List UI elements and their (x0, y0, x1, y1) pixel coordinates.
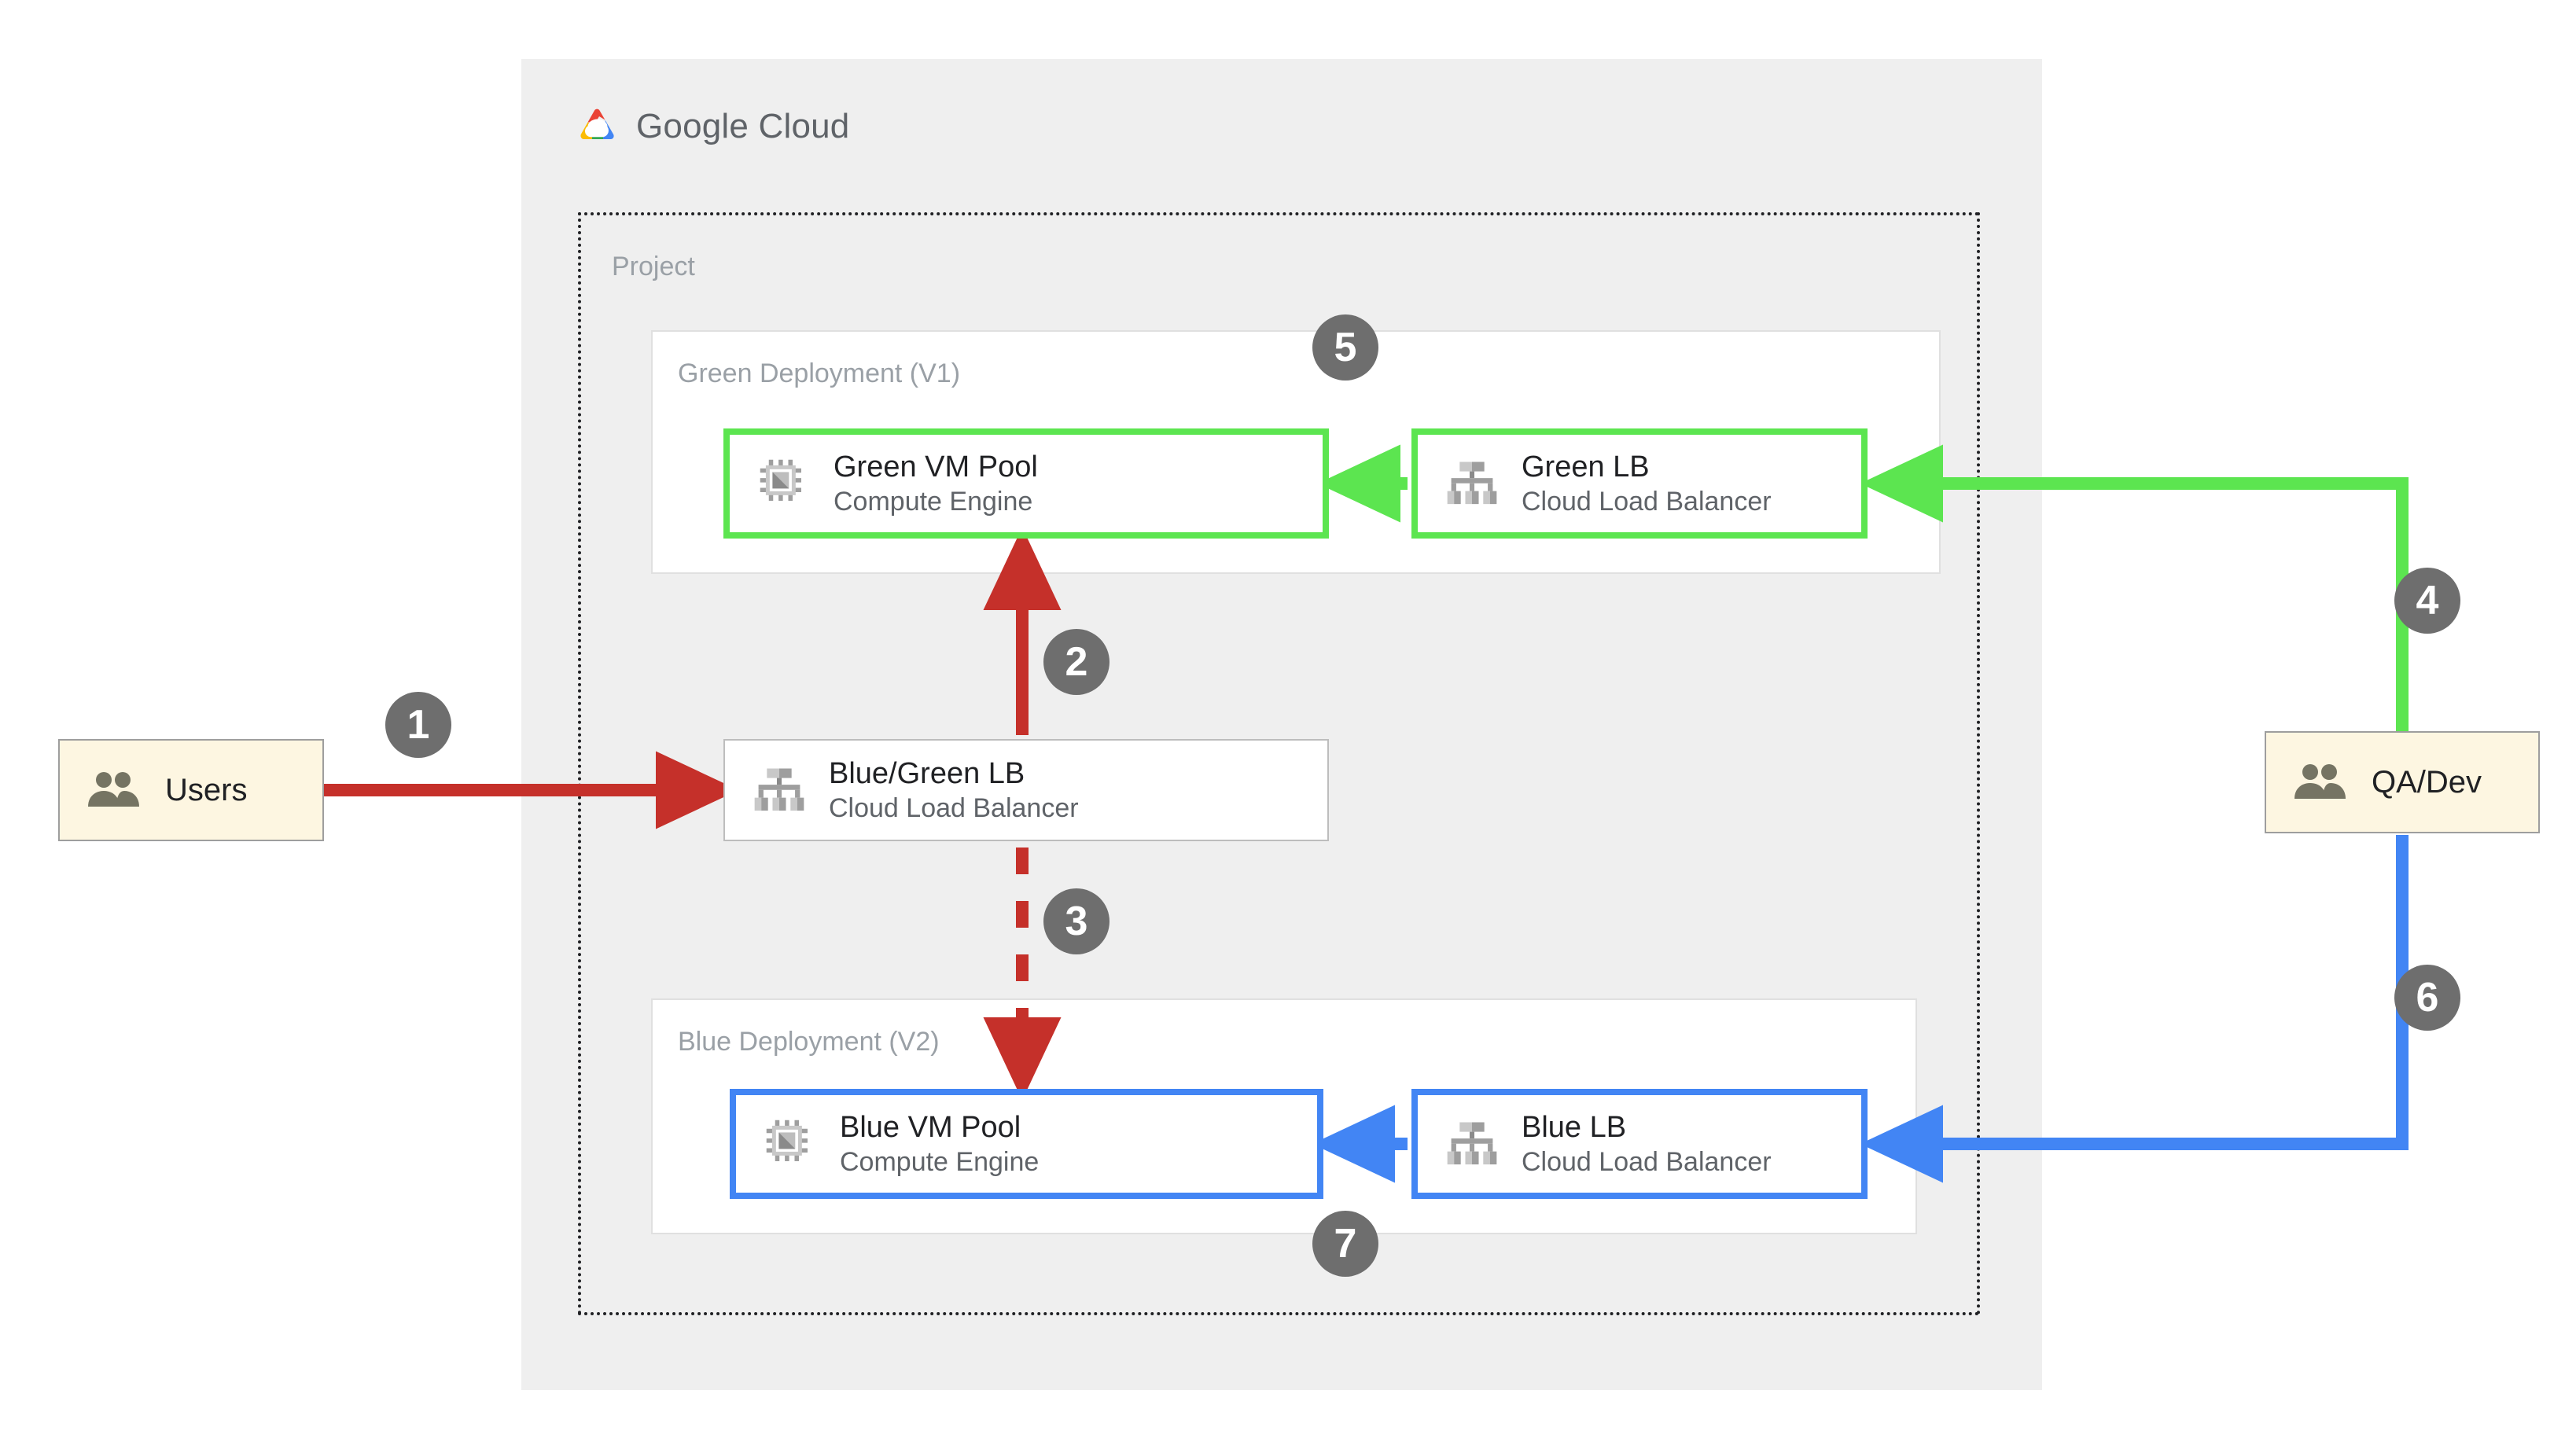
project-label: Project (612, 252, 695, 281)
card-subtitle: Compute Engine (840, 1146, 1040, 1177)
compute-engine-cpu-icon (760, 459, 801, 501)
brand-text: Google Cloud (636, 107, 849, 146)
step-badge-2: 2 (1043, 629, 1110, 695)
card-title: Green VM Pool (834, 450, 1038, 484)
brand-cloud: Cloud (749, 107, 850, 145)
cloud-load-balancer-icon (754, 768, 804, 811)
google-cloud-logo-icon (580, 108, 614, 139)
compute-engine-cpu-icon (766, 1120, 808, 1161)
brand-google: Google (636, 107, 749, 145)
users-group-icon (88, 772, 139, 807)
actor-label: QA/Dev (2372, 764, 2482, 800)
step-badge-5: 5 (1312, 314, 1378, 381)
actor-users[interactable]: Users (58, 739, 324, 841)
card-subtitle: Cloud Load Balancer (829, 792, 1079, 823)
actor-label: Users (165, 772, 248, 807)
blue-deployment-label: Blue Deployment (V2) (678, 1027, 940, 1057)
card-subtitle: Cloud Load Balancer (1522, 486, 1772, 517)
cloud-load-balancer-icon (1447, 1122, 1497, 1165)
card-title: Blue LB (1522, 1110, 1627, 1144)
card-title: Blue VM Pool (840, 1110, 1021, 1144)
flow-6-qa-dev-to-blue-lb (1860, 835, 2409, 1183)
step-badge-1: 1 (385, 692, 451, 758)
card-green-vm-pool[interactable]: Green VM Pool Compute Engine (723, 428, 1329, 539)
card-text: Blue/Green LB Cloud Load Balancer (829, 756, 1079, 825)
card-text: Blue LB Cloud Load Balancer (1522, 1109, 1772, 1179)
card-title: Green LB (1522, 450, 1650, 484)
card-subtitle: Compute Engine (834, 486, 1033, 517)
card-blue-lb[interactable]: Blue LB Cloud Load Balancer (1411, 1089, 1868, 1199)
card-text: Blue VM Pool Compute Engine (840, 1109, 1039, 1179)
actor-qa-dev[interactable]: QA/Dev (2265, 731, 2540, 833)
card-title: Blue/Green LB (829, 756, 1025, 790)
step-badge-3: 3 (1043, 888, 1110, 954)
card-subtitle: Cloud Load Balancer (1522, 1146, 1772, 1177)
step-badge-7: 7 (1312, 1211, 1378, 1277)
project-boundary (578, 212, 1980, 1315)
flow-4-qa-dev-to-green-lb (1860, 444, 2409, 731)
card-blue-vm-pool[interactable]: Blue VM Pool Compute Engine (730, 1089, 1323, 1199)
card-text: Green VM Pool Compute Engine (834, 449, 1038, 519)
cloud-load-balancer-icon (1447, 461, 1497, 505)
step-badge-4: 4 (2394, 568, 2460, 634)
google-cloud-brand: Google Cloud (578, 107, 849, 146)
users-group-icon (2294, 764, 2346, 799)
card-green-lb[interactable]: Green LB Cloud Load Balancer (1411, 428, 1868, 539)
card-bluegreen-lb[interactable]: Blue/Green LB Cloud Load Balancer (723, 739, 1329, 841)
step-badge-6: 6 (2394, 965, 2460, 1031)
card-text: Green LB Cloud Load Balancer (1522, 449, 1772, 519)
green-deployment-label: Green Deployment (V1) (678, 358, 961, 388)
